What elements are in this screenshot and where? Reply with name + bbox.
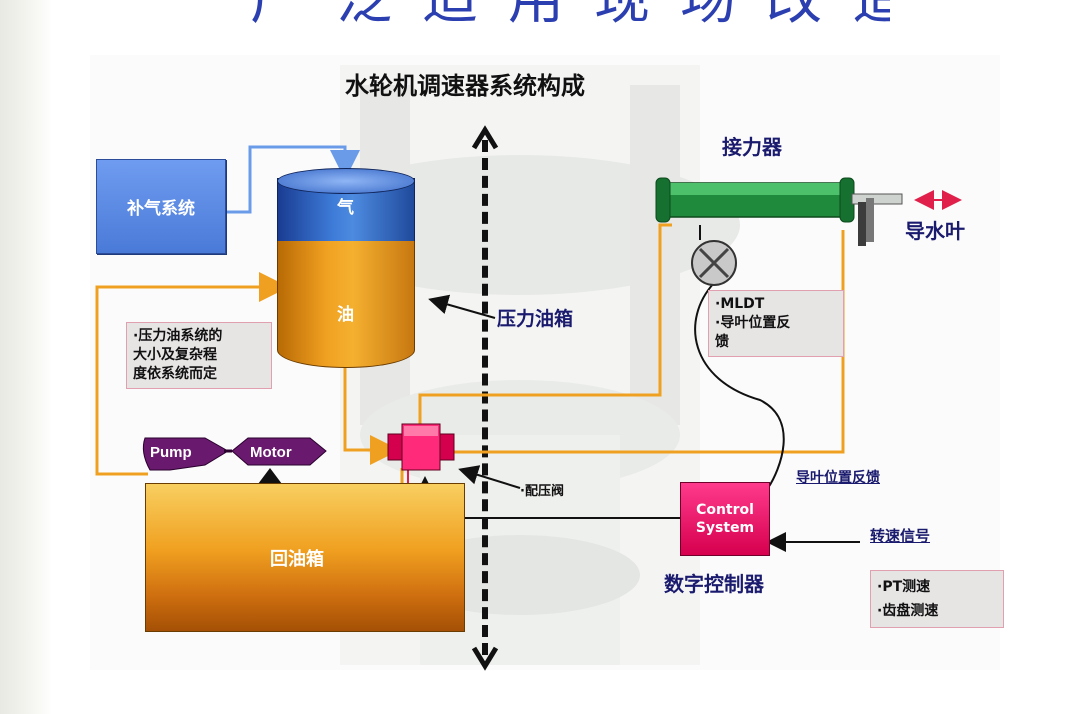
motor-label: Motor: [250, 444, 292, 461]
tank-gas-label: 气: [337, 198, 354, 218]
pressure-tank-top: [277, 168, 415, 194]
speed-signal-label: 转速信号: [870, 527, 931, 545]
pressure-tank-label: 压力油箱: [497, 308, 574, 330]
servomotor-label: 接力器: [722, 135, 782, 159]
pump-label: Pump: [150, 444, 192, 461]
speed-measure-note: ·PT测速 ·齿盘测速: [870, 570, 1004, 628]
control-system-box: Control System: [680, 482, 770, 556]
note-line: ·导叶位置反: [715, 315, 791, 331]
return-oil-tank: [145, 483, 465, 632]
air-supply-system: 补气系统: [96, 159, 226, 254]
slide-title: 广泛适用现场改造: [250, 0, 890, 24]
diagram-title: 水轮机调速器系统构成: [345, 72, 585, 100]
note-line: ·压力油系统的: [133, 328, 223, 344]
digital-controller-label: 数字控制器: [664, 572, 764, 596]
note-line: 度依系统而定: [133, 366, 217, 382]
note-line: ·PT测速: [877, 579, 931, 595]
pilot-valve-label: ·配压阀: [520, 484, 564, 499]
slide-sidebar: [0, 0, 52, 714]
tank-oil-label: 油: [337, 305, 354, 325]
note-line: 馈: [715, 334, 729, 350]
pressure-system-note: ·压力油系统的 大小及复杂程 度依系统而定: [126, 322, 272, 389]
air-supply-label: 补气系统: [127, 199, 195, 219]
servomotor: [655, 177, 903, 246]
position-feedback-label: 导叶位置反馈: [796, 470, 880, 486]
pump-motor-group: Pump Motor: [142, 437, 327, 484]
return-tank-label: 回油箱: [270, 549, 324, 570]
note-line: ·齿盘测速: [877, 603, 939, 619]
note-line: 大小及复杂程: [133, 347, 217, 363]
control-label-line: Control: [696, 502, 754, 518]
guide-vane-label: 导水叶: [905, 219, 965, 243]
pilot-valve: [387, 423, 455, 471]
boundary-dashed-line: [482, 140, 488, 655]
control-label-line: System: [695, 520, 755, 536]
mldt-note: ·MLDT ·导叶位置反 馈: [708, 290, 844, 357]
mldt-sensor: [691, 225, 737, 286]
note-line: ·MLDT: [715, 296, 765, 312]
